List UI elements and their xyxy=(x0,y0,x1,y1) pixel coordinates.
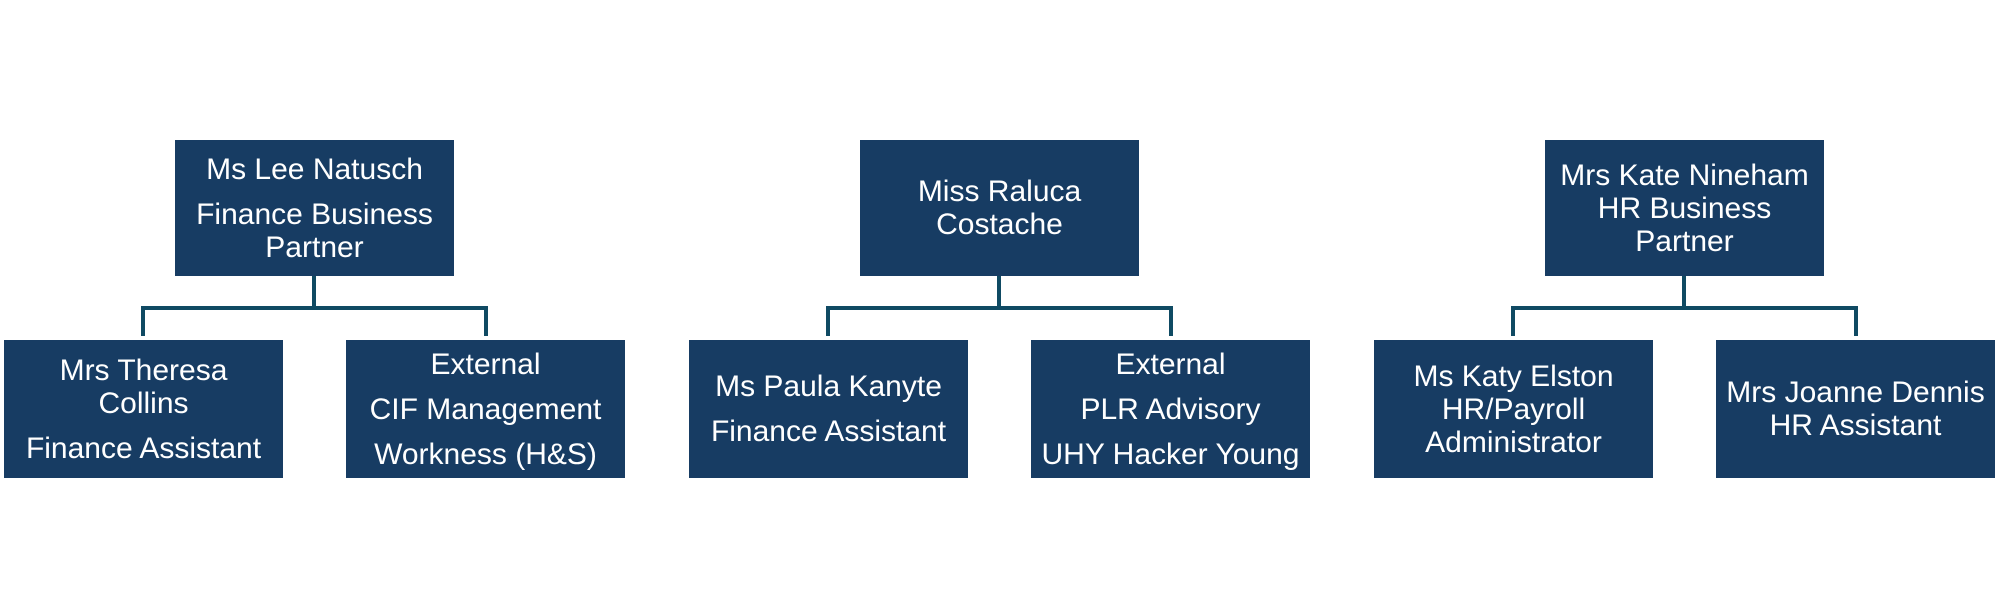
report-node-theresa-collins: Mrs Theresa Collins Finance Assistant xyxy=(4,340,283,478)
connector-line xyxy=(826,306,830,336)
connector-line xyxy=(826,306,1173,310)
node-name: Miss Raluca xyxy=(917,175,1082,208)
node-detail: CIF Management xyxy=(369,392,602,426)
node-title: HR Assistant xyxy=(1769,409,1942,442)
report-node-katy-elston: Ms Katy Elston HR/Payroll Administrator xyxy=(1374,340,1653,478)
node-name: Ms Lee Natusch xyxy=(206,152,423,186)
connector-line xyxy=(484,306,488,336)
node-name: Mrs Theresa xyxy=(59,353,228,387)
node-name: Mrs Kate Nineham xyxy=(1560,158,1809,192)
node-title: Administrator xyxy=(1425,425,1602,459)
connector-line xyxy=(997,276,1001,308)
node-title: Partner xyxy=(1635,224,1734,258)
report-node-external-2: External PLR Advisory UHY Hacker Young xyxy=(1031,340,1310,478)
node-title: Partner xyxy=(265,230,364,264)
manager-node-lee-natusch: Ms Lee Natusch Finance Business Partner xyxy=(175,140,454,276)
connector-line xyxy=(1854,306,1858,336)
connector-line xyxy=(141,306,145,336)
connector-line xyxy=(141,306,488,310)
node-detail: PLR Advisory xyxy=(1080,392,1261,426)
node-title: Finance Assistant xyxy=(710,415,947,448)
connector-line xyxy=(312,276,316,308)
manager-node-raluca-costache: Miss Raluca Costache xyxy=(860,140,1139,276)
node-name: Mrs Joanne Dennis xyxy=(1726,376,1985,409)
node-title: HR/Payroll xyxy=(1441,392,1586,426)
connector-line xyxy=(1169,306,1173,336)
report-node-paula-kanyte: Ms Paula Kanyte Finance Assistant xyxy=(689,340,968,478)
node-title: HR Business xyxy=(1597,191,1772,225)
node-label: External xyxy=(1115,347,1226,381)
node-detail: Workness (H&S) xyxy=(374,437,597,471)
node-name: Ms Paula Kanyte xyxy=(715,370,942,403)
connector-line xyxy=(1511,306,1515,336)
node-title: Finance Assistant xyxy=(25,431,262,465)
node-name: Costache xyxy=(936,208,1063,241)
node-name: Ms Katy Elston xyxy=(1413,359,1614,393)
node-detail: UHY Hacker Young xyxy=(1041,437,1300,471)
node-name: Collins xyxy=(98,386,189,420)
manager-node-kate-nineham: Mrs Kate Nineham HR Business Partner xyxy=(1545,140,1824,276)
node-label: External xyxy=(430,347,541,381)
connector-line xyxy=(1511,306,1858,310)
node-title: Finance Business xyxy=(196,197,433,231)
report-node-joanne-dennis: Mrs Joanne Dennis HR Assistant xyxy=(1716,340,1995,478)
report-node-external-1: External CIF Management Workness (H&S) xyxy=(346,340,625,478)
connector-line xyxy=(1682,276,1686,308)
